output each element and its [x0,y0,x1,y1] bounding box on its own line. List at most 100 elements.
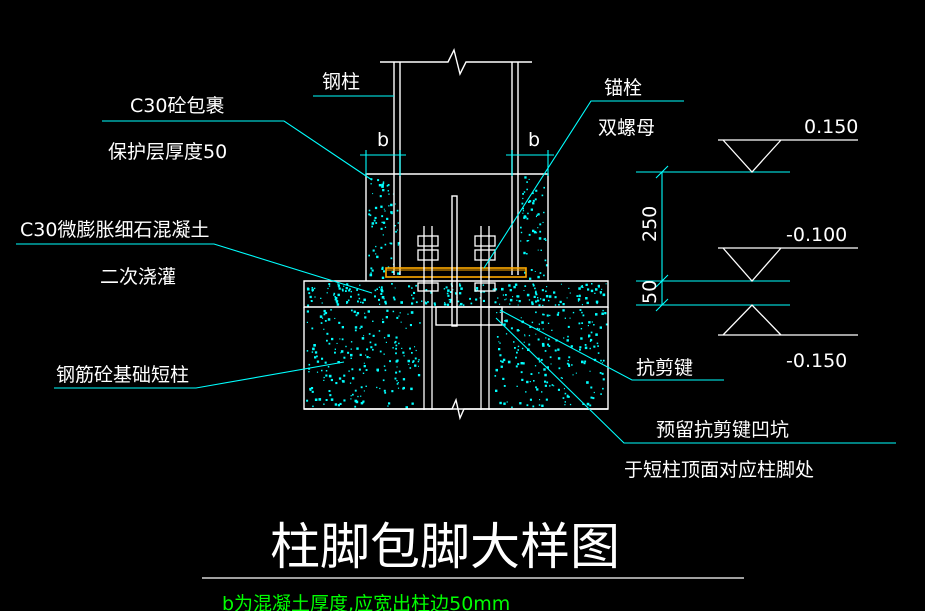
concrete-speckle [334,317,336,319]
label-elevation-mid: -0.100 [786,224,847,246]
concrete-speckle [530,373,533,375]
concrete-speckle [600,293,602,295]
concrete-speckle [562,397,565,399]
concrete-speckle [360,325,363,328]
concrete-speckle [498,348,501,351]
concrete-speckle [593,324,595,326]
concrete-speckle [307,304,310,307]
concrete-speckle [524,285,527,287]
concrete-speckle [581,304,583,306]
concrete-speckle [362,372,365,374]
concrete-speckle [517,345,520,348]
concrete-speckle [554,304,557,306]
concrete-speckle [323,379,325,381]
concrete-speckle [386,217,389,220]
concrete-speckle [337,284,340,287]
concrete-speckle [537,227,539,229]
concrete-speckle [424,301,427,303]
concrete-speckle [310,387,314,390]
concrete-speckle [516,299,518,301]
concrete-speckle [325,374,328,377]
concrete-speckle [349,382,352,384]
concrete-speckle [395,336,398,339]
concrete-speckle [497,297,499,299]
concrete-speckle [564,392,567,395]
concrete-speckle [543,211,545,214]
concrete-speckle [376,386,378,389]
label-shear-key: 抗剪键 [636,357,693,379]
concrete-speckle [537,338,540,341]
concrete-speckle [306,321,308,323]
concrete-speckle [375,245,377,248]
concrete-speckle [337,361,340,364]
concrete-speckle [382,379,385,382]
concrete-speckle [495,389,498,392]
concrete-speckle [334,297,338,300]
concrete-speckle [536,214,538,216]
concrete-speckle [570,345,573,348]
concrete-speckle [383,208,385,210]
concrete-speckle [383,298,385,300]
label-steel-column: 钢柱 [322,71,360,93]
concrete-speckle [532,202,535,205]
concrete-speckle [381,296,385,299]
concrete-speckle [387,334,390,337]
concrete-speckle [528,178,530,180]
leader-c30-micro [16,243,373,294]
concrete-speckle [397,244,399,246]
concrete-speckle [554,349,557,352]
concrete-speckle [501,287,504,291]
label-shear-pit-location: 于短柱顶面对应柱脚处 [624,459,814,481]
concrete-speckle [521,378,524,381]
concrete-speckle [328,342,331,345]
concrete-speckle [588,336,590,338]
concrete-speckle [311,327,314,330]
concrete-speckle [513,285,516,289]
concrete-speckle [542,221,544,223]
concrete-speckle [469,297,471,300]
concrete-speckle [395,360,398,363]
concrete-speckle [381,215,384,218]
concrete-speckle [361,337,365,340]
concrete-speckle [551,329,553,331]
concrete-speckle [526,380,529,384]
concrete-speckle [532,405,535,408]
concrete-speckle [377,179,380,182]
concrete-speckle [566,395,569,398]
concrete-speckle [558,367,561,370]
concrete-speckle [447,289,450,292]
concrete-speckle [382,234,384,236]
concrete-speckle [397,222,399,224]
concrete-speckle [384,300,387,303]
concrete-speckle [584,346,588,350]
concrete-speckle [357,293,360,296]
concrete-speckle [382,189,385,192]
concrete-speckle [306,310,309,313]
concrete-speckle [360,301,362,303]
concrete-speckle [528,201,530,203]
concrete-speckle [385,316,388,319]
concrete-speckle [582,286,584,288]
concrete-speckle [329,394,332,397]
concrete-speckle [508,284,511,287]
concrete-speckle [512,296,514,298]
concrete-speckle [572,311,575,314]
concrete-speckle [583,362,586,365]
concrete-speckle [308,371,310,373]
concrete-speckle [505,333,508,335]
concrete-speckle [363,298,366,302]
concrete-speckle [379,303,381,305]
concrete-speckle [314,296,316,298]
concrete-speckle [311,288,314,292]
concrete-speckle [397,272,400,275]
concrete-speckle [559,300,562,304]
concrete-speckle [533,295,536,298]
concrete-speckle [522,197,524,200]
concrete-speckle [534,291,537,294]
concrete-speckle [371,269,374,272]
concrete-speckle [535,293,538,296]
elevation-top-marker [718,139,858,173]
concrete-speckle [588,334,591,337]
concrete-speckle [499,342,501,344]
concrete-speckle [414,346,416,348]
